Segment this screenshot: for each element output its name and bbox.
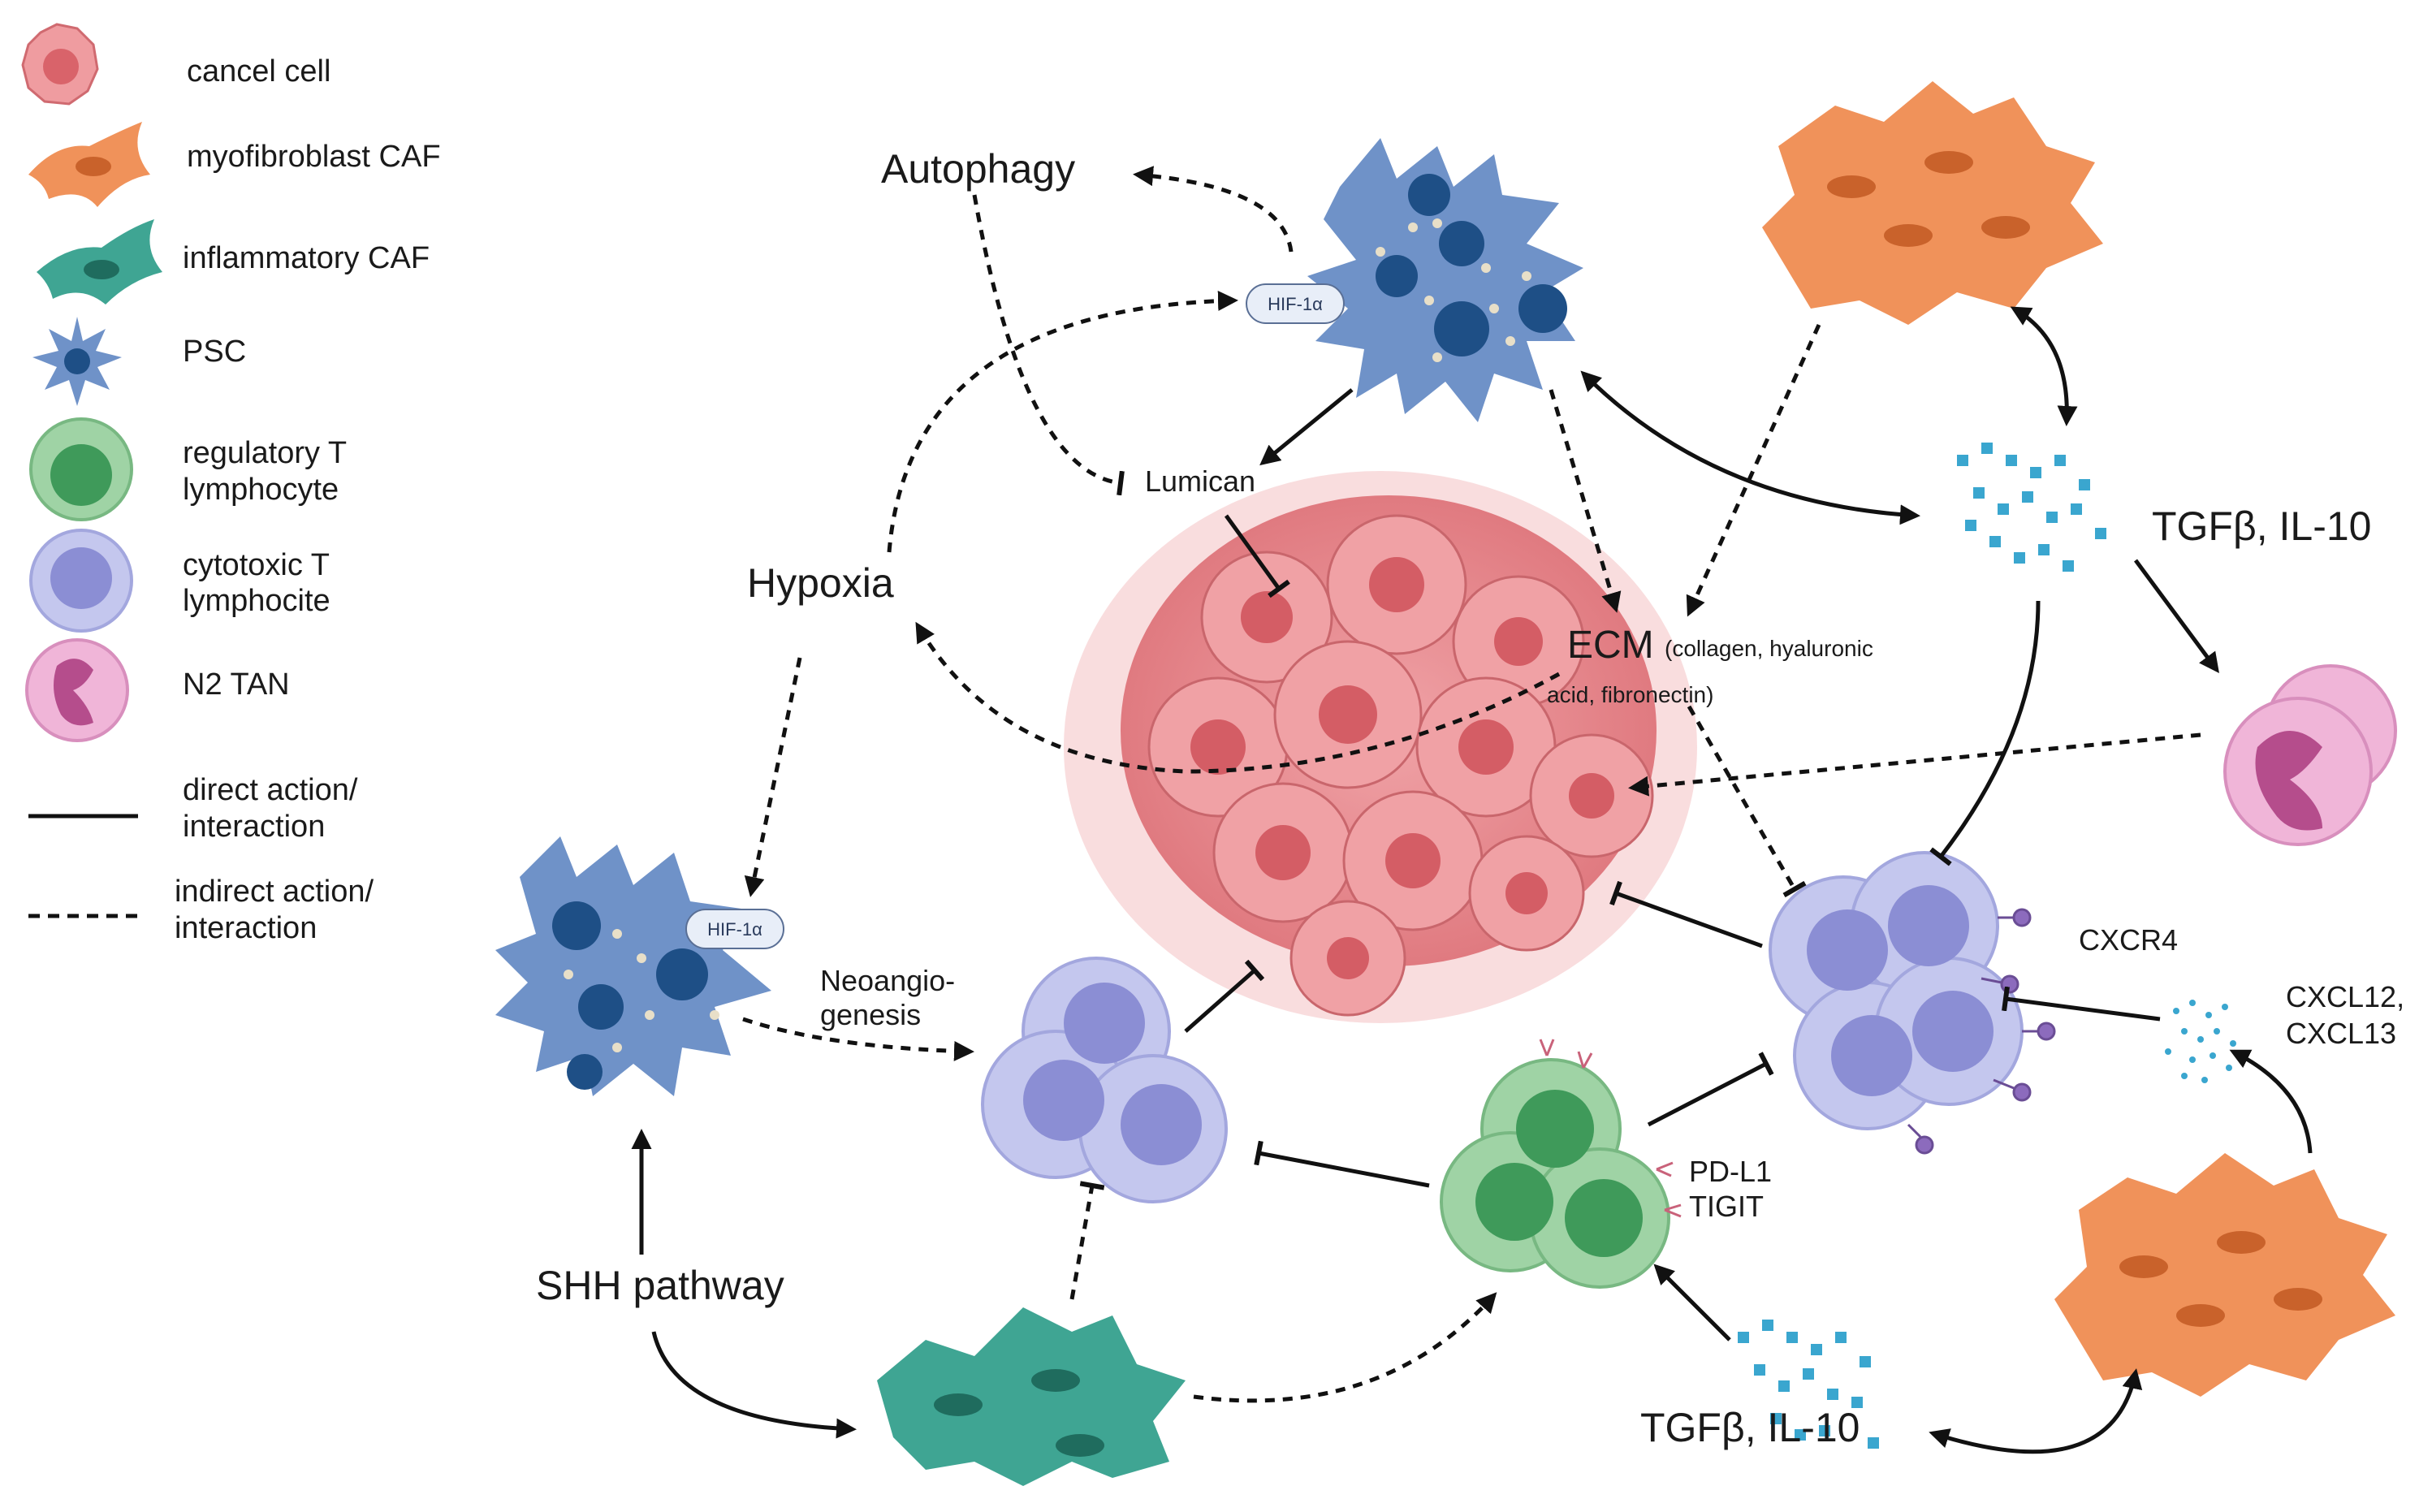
arrow-tan-to-tumor: [1628, 732, 2201, 797]
arrow-ctl-inhibits-tumor: [1609, 880, 1763, 948]
legend-label-myo-caf: myofibroblast CAF: [187, 140, 441, 174]
arrow-ecm-inhibits-ctl: [1687, 705, 1807, 898]
arrow-psc-to-ctl-left: [742, 1017, 974, 1061]
label-neoangio-2: genesis: [820, 998, 921, 1031]
legend-label-indirect-1: indirect action/: [175, 875, 374, 909]
arrow-lumican-inhibits-tumor: [1224, 514, 1290, 598]
arrow-hypoxia-to-psc-left: [744, 657, 802, 897]
psc-icon: [32, 317, 122, 406]
legend-label-treg-2: lymphocyte: [183, 473, 339, 507]
chemokines-cxcl: [2165, 1000, 2236, 1083]
legend-label-infl-caf: inflammatory CAF: [183, 241, 430, 275]
label-autophagy: Autophagy: [881, 146, 1075, 192]
legend-label-direct-1: direct action/: [183, 773, 358, 807]
legend-label-cancer: cancel cell: [187, 54, 330, 89]
arrow-treg-inhibits-ctl-left: [1254, 1140, 1430, 1188]
arrow-psc-to-lumican: [1259, 388, 1354, 466]
cancer-cell-icon: [21, 23, 99, 106]
ctl-cluster-right: [1769, 851, 2056, 1155]
treg-cluster: [1440, 1039, 1682, 1289]
legend-label-tan: N2 TAN: [183, 667, 290, 702]
legend-label-psc: PSC: [183, 335, 246, 369]
psc-cluster-top: [1307, 138, 1583, 422]
ctl-cluster-left: [981, 957, 1228, 1203]
inflammatory-caf-icon: [37, 219, 162, 305]
label-pdl1: PD-L1: [1689, 1155, 1772, 1188]
regulatory-t-icon: [29, 417, 133, 521]
arrow-cxcl-inhibits-ctl: [2002, 986, 2161, 1022]
label-tigit: TIGIT: [1689, 1190, 1764, 1223]
myo-caf-bottom: [2054, 1153, 2395, 1397]
n2-tan-cluster: [2223, 664, 2397, 846]
n2-tan-icon: [25, 638, 129, 742]
myofibroblast-caf-icon: [28, 122, 150, 207]
arrow-hypoxia-to-hif-top: [887, 291, 1238, 553]
arrow-ctl-left-inhibits-tumor: [1184, 959, 1265, 1033]
arrow-tgf-inhibits-ctl: [1929, 600, 2041, 866]
arrow-autophagy-inhibits-lumican: [972, 194, 1125, 496]
legend-label-treg-1: regulatory T: [183, 436, 347, 470]
svg-text:HIF-1α: HIF-1α: [1268, 294, 1323, 314]
label-hypoxia: Hypoxia: [747, 560, 894, 606]
legend-label-indirect-2: interaction: [175, 911, 317, 945]
hif-badge-top: HIF-1α: [1246, 283, 1345, 324]
label-ecm-detail-1: (collagen, hyaluronic: [1665, 636, 1873, 661]
myo-caf-top: [1762, 81, 2103, 325]
arrow-tgf-to-tan: [2133, 559, 2219, 674]
inflammatory-caf-bottom: [877, 1307, 1186, 1486]
cytotoxic-t-icon: [29, 529, 133, 633]
arrow-treg-inhibits-ctl-right: [1647, 1052, 1774, 1127]
arrow-caf-tgf: [2010, 306, 2078, 426]
tumor-cluster: [1064, 471, 1697, 1023]
label-lumican: Lumican: [1145, 464, 1255, 498]
arrow-infl-caf-inhibits-ctl: [1069, 1181, 1105, 1300]
arrow-tgf-to-treg: [1653, 1264, 1731, 1341]
label-neoangio-1: Neoangio-: [820, 964, 955, 997]
arrow-psc-to-autophagy: [1133, 166, 1294, 253]
legend-label-direct-2: interaction: [183, 810, 325, 844]
svg-text:HIF-1α: HIF-1α: [707, 919, 762, 940]
hif-badge-left: HIF-1α: [685, 909, 784, 949]
interaction-arrows: [631, 166, 2313, 1454]
label-cxcl-2: CXCL13: [2286, 1017, 2396, 1050]
label-cxcr4: CXCR4: [2079, 923, 2178, 957]
label-ecm: ECM: [1567, 624, 1654, 667]
arrow-infl-caf-to-treg: [1193, 1292, 1497, 1403]
label-tgf-bottom: TGFβ, IL-10: [1640, 1405, 1860, 1450]
arrow-shh-to-infl-caf: [651, 1331, 857, 1439]
cytokines-top: [1957, 443, 2106, 572]
arrow-psc-tgf: [1580, 370, 1920, 525]
label-cxcl-1: CXCL12,: [2286, 980, 2404, 1013]
legend: cancel cell myofibroblast CAF inflammato…: [21, 23, 441, 945]
arrow-caf-to-ecm: [1686, 323, 1821, 617]
legend-label-ctl-1: cytotoxic T: [183, 548, 330, 582]
arrow-caf-to-cxcl: [2229, 1049, 2313, 1154]
legend-label-ctl-2: lymphocite: [183, 584, 330, 618]
label-shh-pathway: SHH pathway: [536, 1263, 784, 1308]
psc-cluster-left: [495, 836, 771, 1096]
label-ecm-detail-2: acid, fibronectin): [1547, 682, 1713, 707]
label-tgf-top: TGFβ, IL-10: [2152, 503, 2371, 549]
arrow-tgf-caf-bottom: [1929, 1368, 2143, 1454]
cytokines-bottom: [1738, 1320, 1879, 1449]
